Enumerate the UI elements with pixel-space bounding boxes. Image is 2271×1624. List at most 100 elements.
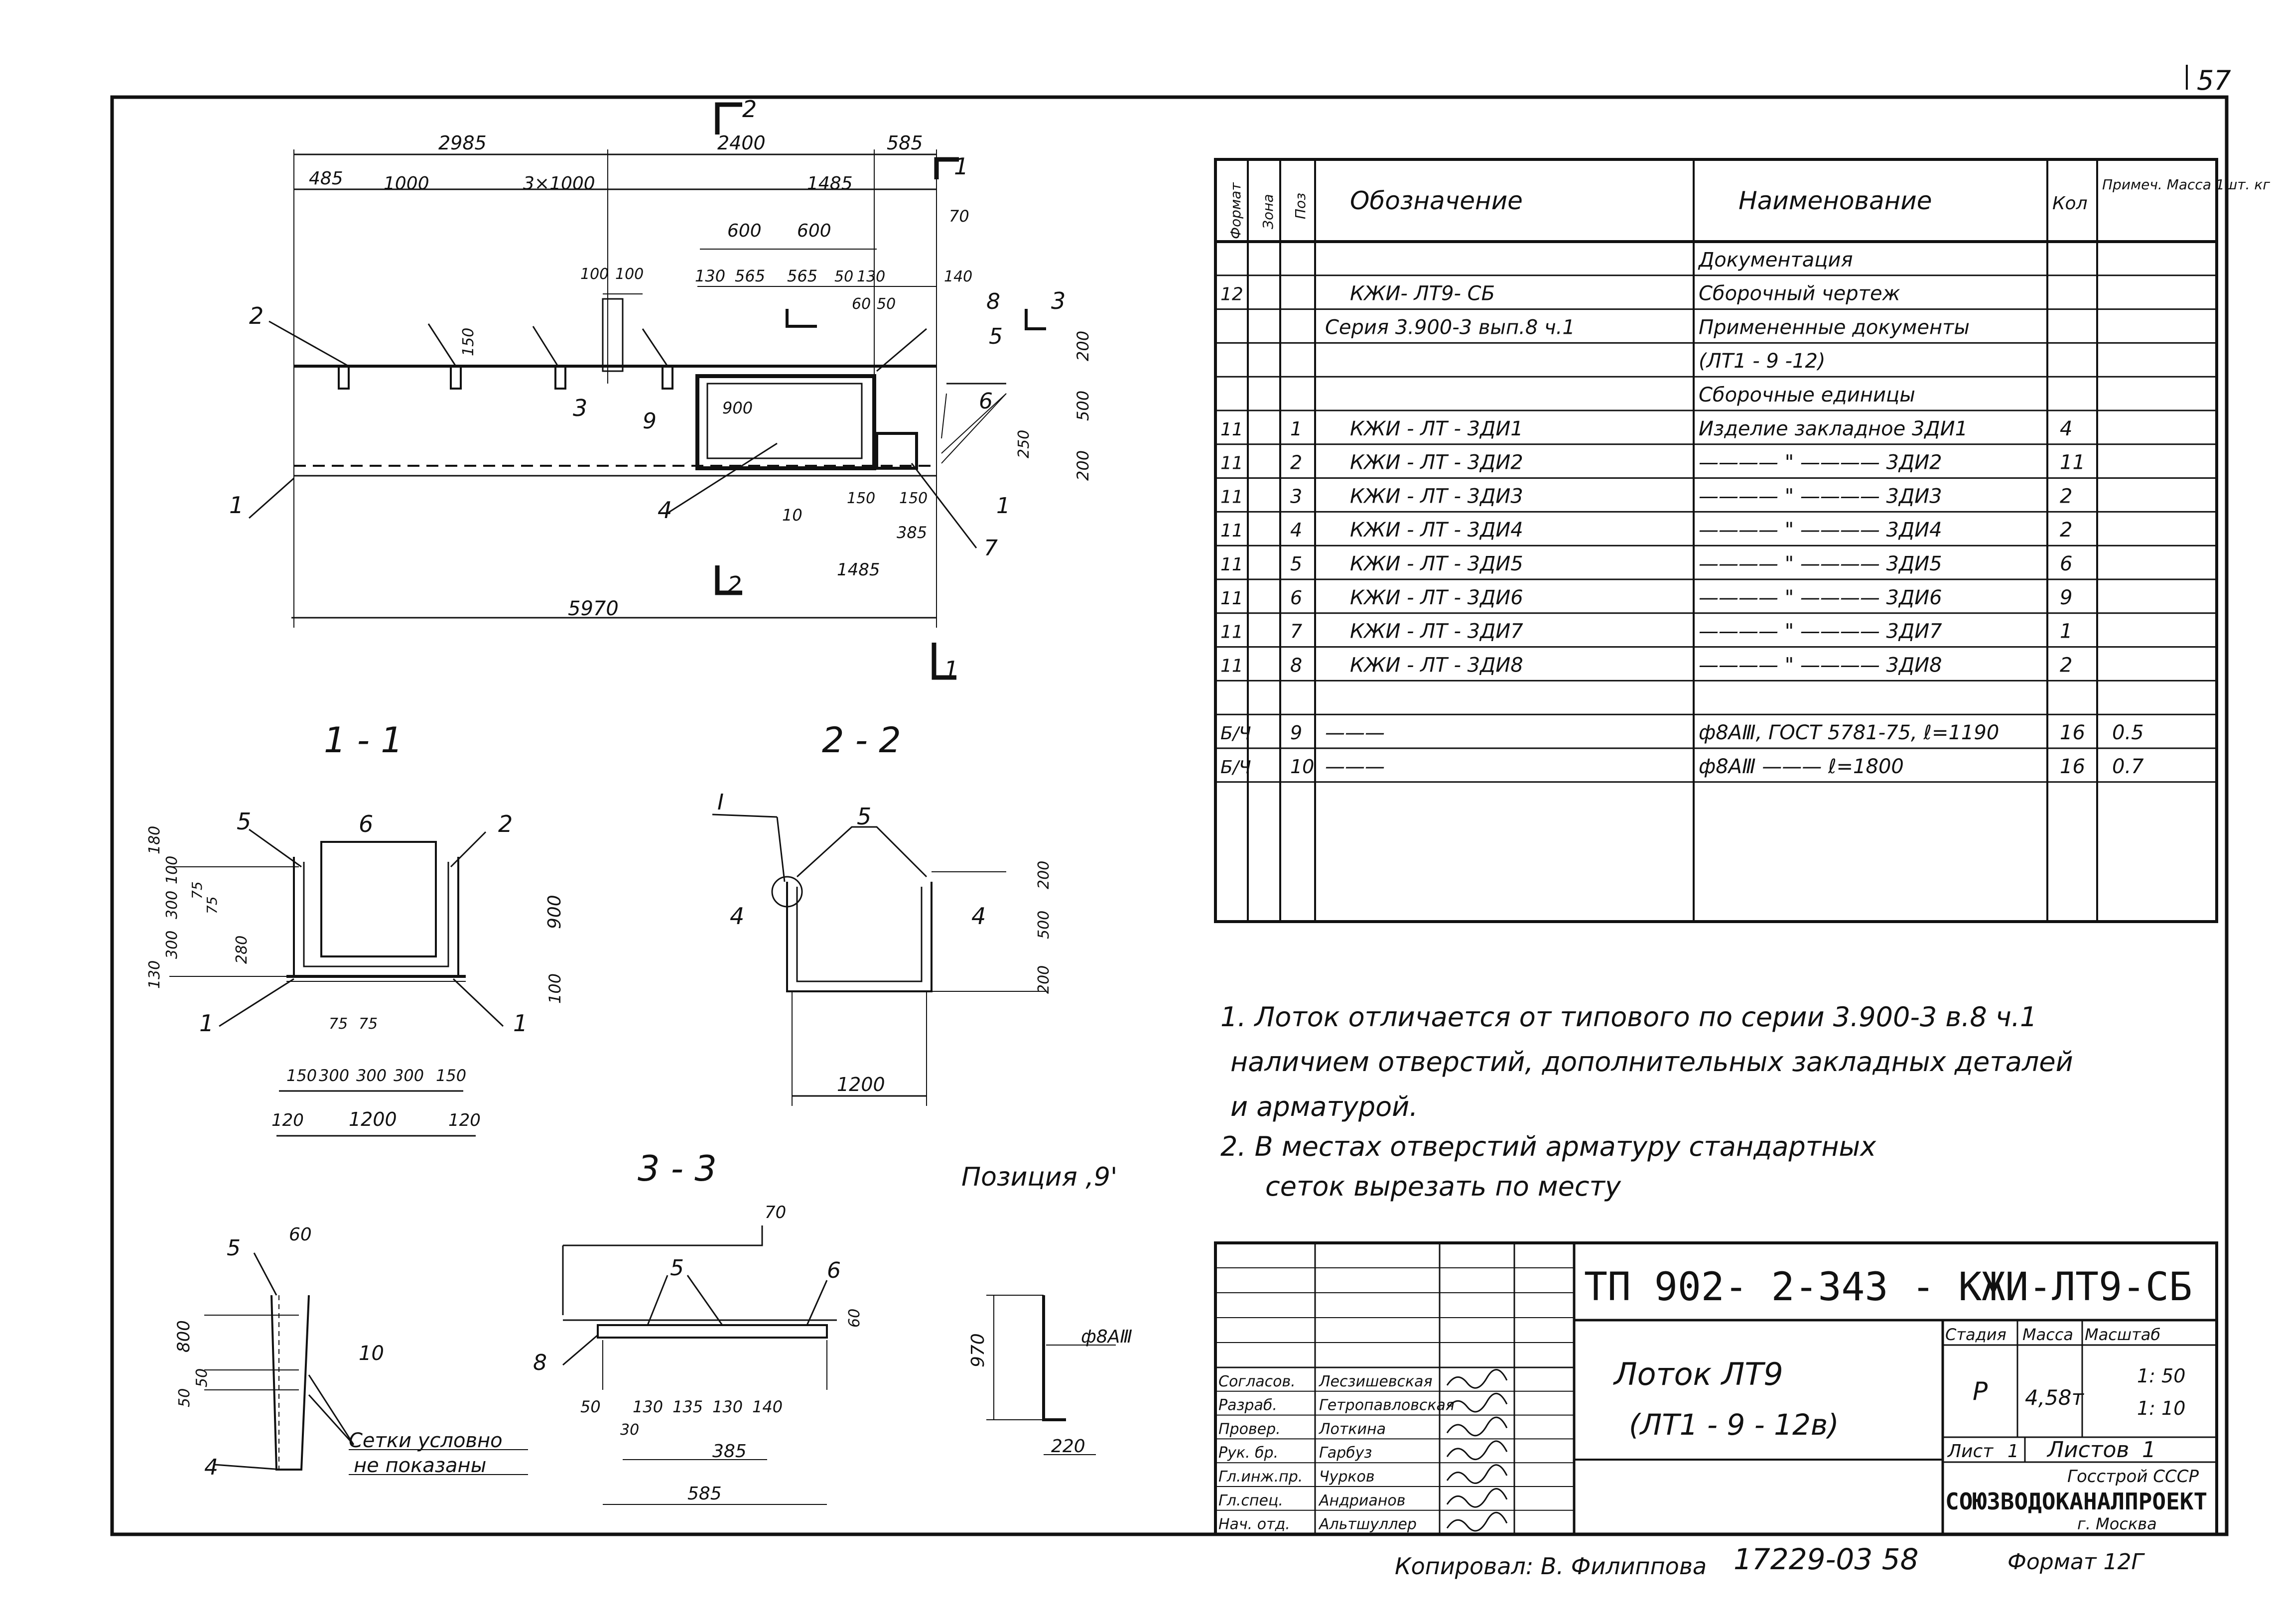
copied-by: Копировал: В. Филиппова bbox=[1395, 1553, 1707, 1580]
signer-role: Согласов. bbox=[1218, 1373, 1296, 1390]
s33-dim-50-a: 50 bbox=[193, 1368, 211, 1387]
spec-cell-qty: 6 bbox=[2060, 552, 2072, 575]
plan-dim-1485-top: 1485 bbox=[807, 173, 853, 194]
s11-pos-2: 2 bbox=[498, 811, 513, 837]
s11-dim-150-a: 150 bbox=[286, 1066, 317, 1085]
s33-dim-130-b: 130 bbox=[712, 1397, 743, 1416]
spec-cell-des: ——— bbox=[1325, 721, 1385, 744]
spec-cell-fmt: 11 bbox=[1220, 487, 1243, 507]
title-org-3: г. Москва bbox=[2077, 1514, 2157, 1533]
note-line-4: 2. В местах отверстий арматуру стандартн… bbox=[1220, 1131, 1876, 1162]
s33-pos-5-right: 5 bbox=[670, 1255, 684, 1281]
s33-pos-5-left: 5 bbox=[227, 1235, 241, 1261]
spec-cell-fmt: Б/Ч bbox=[1220, 723, 1251, 744]
plan-dim-140: 140 bbox=[944, 268, 972, 285]
spec-cell-pos: 5 bbox=[1290, 553, 1302, 575]
s33-dim-70: 70 bbox=[765, 1203, 786, 1222]
title-mass: 4,58т bbox=[2025, 1385, 2085, 1410]
spec-header-zone: Зона bbox=[1260, 194, 1276, 229]
sheet-format: Формат 12Г bbox=[2007, 1549, 2145, 1575]
s22-pos-I: I bbox=[717, 790, 724, 815]
title-stage: Р bbox=[1973, 1377, 1988, 1406]
s11-dim-150-b: 150 bbox=[436, 1066, 466, 1085]
s11-dim-1200: 1200 bbox=[349, 1108, 397, 1130]
s33-dim-50: 50 bbox=[580, 1397, 601, 1416]
plan-pos-7: 7 bbox=[984, 536, 998, 561]
signer-name: Лоткина bbox=[1319, 1420, 1386, 1438]
spec-cell-name: ф8АⅢ, ГОСТ 5781-75, ℓ=1190 bbox=[1699, 721, 1999, 744]
spec-header-pos: Поз bbox=[1292, 193, 1309, 219]
signature-mark bbox=[1446, 1440, 1508, 1461]
plan-pos-2: 2 bbox=[249, 302, 264, 329]
title-doc-code: ТП 902- 2-343 - КЖИ-ЛТ9-СБ bbox=[1584, 1265, 2192, 1310]
s22-dim-200-b: 200 bbox=[1035, 965, 1053, 994]
s11-dim-300-e: 300 bbox=[394, 1066, 424, 1085]
spec-cell-des: КЖИ - ЛТ - 3ДИ6 bbox=[1350, 586, 1523, 609]
spec-cell-des: ——— bbox=[1325, 755, 1385, 778]
plan-pos-6: 6 bbox=[979, 389, 993, 414]
s11-dim-280: 280 bbox=[233, 936, 251, 964]
pos9-dim-220: 220 bbox=[1051, 1436, 1085, 1457]
spec-cell-des: КЖИ - ЛТ - 3ДИ7 bbox=[1350, 620, 1523, 643]
s11-dim-300-c: 300 bbox=[319, 1066, 349, 1085]
title-org-2: СОЮЗВОДОКАНАЛПРОЕКТ bbox=[1945, 1488, 2207, 1515]
s11-dim-75-c: 75 bbox=[329, 1015, 348, 1033]
plan-dim-1000: 1000 bbox=[384, 173, 429, 194]
s11-dim-120-b: 120 bbox=[448, 1110, 481, 1130]
s11-dim-120-a: 120 bbox=[271, 1110, 304, 1130]
plan-dim-200-a: 200 bbox=[1073, 331, 1092, 361]
plan-dim-50: 50 bbox=[834, 268, 853, 285]
spec-cell-des: КЖИ - ЛТ - 3ДИ4 bbox=[1350, 519, 1523, 541]
title-sheets-label: Листов bbox=[2046, 1437, 2129, 1463]
spec-cell-qty: 16 bbox=[2060, 721, 2085, 744]
s22-dim-1200: 1200 bbox=[837, 1074, 885, 1095]
spec-cell-qty: 2 bbox=[2060, 519, 2072, 541]
plan-dim-2400: 2400 bbox=[717, 132, 766, 154]
spec-cell-des: Серия 3.900-3 вып.8 ч.1 bbox=[1325, 316, 1575, 339]
signature-mark bbox=[1446, 1464, 1508, 1484]
spec-cell-fmt: 12 bbox=[1220, 284, 1243, 305]
plan-dim-50-b: 50 bbox=[877, 295, 896, 313]
signers-list: Согласов.ЛесзишевскаяРазраб.Гетропавловс… bbox=[1215, 1369, 1574, 1535]
cut-mark-3: 3 bbox=[1051, 287, 1066, 314]
copy-code: 17229-03 58 bbox=[1734, 1542, 1918, 1576]
signer-role: Гл.инж.пр. bbox=[1218, 1468, 1303, 1486]
s11-dim-75-a: 75 bbox=[189, 881, 205, 899]
sheet-frame bbox=[110, 95, 2229, 1536]
plan-pos-4: 4 bbox=[658, 497, 672, 524]
spec-cell-name: Примененные документы bbox=[1699, 316, 1970, 339]
s11-dim-75-d: 75 bbox=[359, 1015, 378, 1033]
s33-dim-60-b: 60 bbox=[846, 1309, 863, 1328]
s11-dim-300-d: 300 bbox=[356, 1066, 387, 1085]
s11-dim-900: 900 bbox=[544, 895, 565, 929]
title-block: ТП 902- 2-343 - КЖИ-ЛТ9-СБ Лоток ЛТ9 (ЛТ… bbox=[1214, 1241, 2218, 1536]
plan-dim-3x1000: 3×1000 bbox=[523, 173, 595, 194]
s33-note-line-1: Сетки условно bbox=[349, 1429, 503, 1452]
s22-dim-200-a: 200 bbox=[1035, 861, 1053, 889]
plan-dim-585: 585 bbox=[887, 132, 923, 154]
title-sheet-label: Лист bbox=[1947, 1441, 1994, 1462]
section-2-2-title: 2 - 2 bbox=[822, 720, 901, 761]
plan-dim-150: 150 bbox=[460, 328, 477, 356]
spec-cell-pos: 4 bbox=[1290, 519, 1302, 541]
s33-pos-8: 8 bbox=[533, 1350, 547, 1375]
s11-pos-6: 6 bbox=[359, 811, 373, 837]
spec-header-designation: Обозначение bbox=[1350, 186, 1523, 215]
s33-pos-4: 4 bbox=[204, 1455, 218, 1480]
spec-cell-note: 0.5 bbox=[2112, 721, 2144, 744]
plan-dim-385: 385 bbox=[897, 523, 927, 542]
signer-role: Провер. bbox=[1218, 1420, 1281, 1438]
section-3-3-title: 3 - 3 bbox=[638, 1148, 717, 1189]
cut-mark-2-bottom: 2 bbox=[727, 571, 742, 598]
signer-name: Чурков bbox=[1319, 1468, 1375, 1486]
spec-cell-pos: 3 bbox=[1290, 485, 1302, 507]
spec-cell-des: КЖИ - ЛТ - 3ДИ2 bbox=[1350, 451, 1523, 474]
spec-cell-qty: 16 bbox=[2060, 755, 2085, 778]
position-9-title: Позиция ,9' bbox=[961, 1162, 1117, 1192]
s11-dim-300-a: 300 bbox=[163, 891, 181, 919]
plan-dim-60: 60 bbox=[852, 295, 871, 313]
signer-name: Лесзишевская bbox=[1319, 1373, 1433, 1390]
signer-name: Альтшуллер bbox=[1318, 1516, 1417, 1533]
spec-cell-pos: 10 bbox=[1290, 756, 1314, 778]
signature-mark bbox=[1446, 1369, 1508, 1389]
